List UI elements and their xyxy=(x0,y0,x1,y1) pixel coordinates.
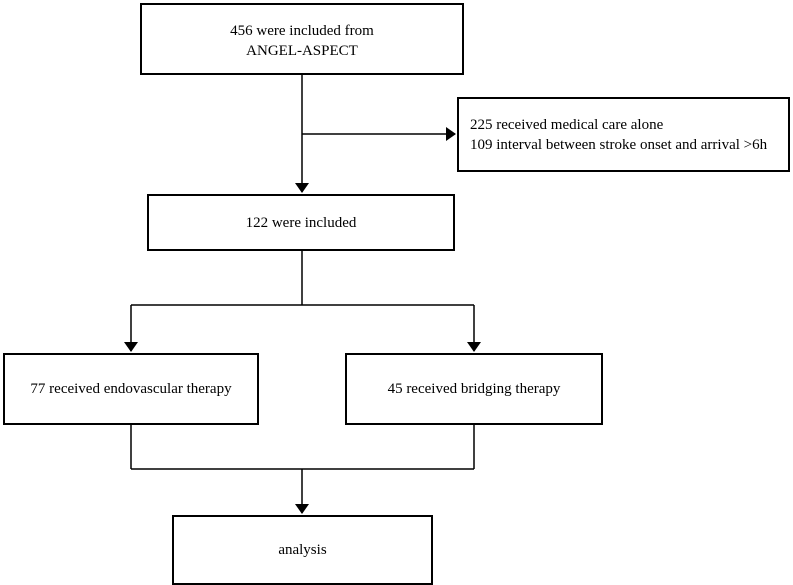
included-from-line1: 456 were included from xyxy=(230,23,374,39)
excluded-line1: 225 received medical care alone xyxy=(470,116,664,133)
excluded-line2: 109 interval between stroke onset and ar… xyxy=(470,136,768,153)
box-endovascular: 77 received endovascular therapy xyxy=(3,353,259,425)
box-excluded: 225 received medical care alone 109 inte… xyxy=(457,97,790,172)
box-included: 122 were included xyxy=(147,194,455,251)
bridging-text: 45 received bridging therapy xyxy=(387,381,561,397)
included-from-line2: ANGEL-ASPECT xyxy=(246,43,358,59)
endovascular-text: 77 received endovascular therapy xyxy=(30,381,232,397)
box-included-from: 456 were included from ANGEL-ASPECT xyxy=(140,3,464,75)
box-bridging: 45 received bridging therapy xyxy=(345,353,603,425)
box-analysis: analysis xyxy=(172,515,433,585)
analysis-text: analysis xyxy=(278,542,327,558)
included-text: 122 were included xyxy=(245,214,357,231)
